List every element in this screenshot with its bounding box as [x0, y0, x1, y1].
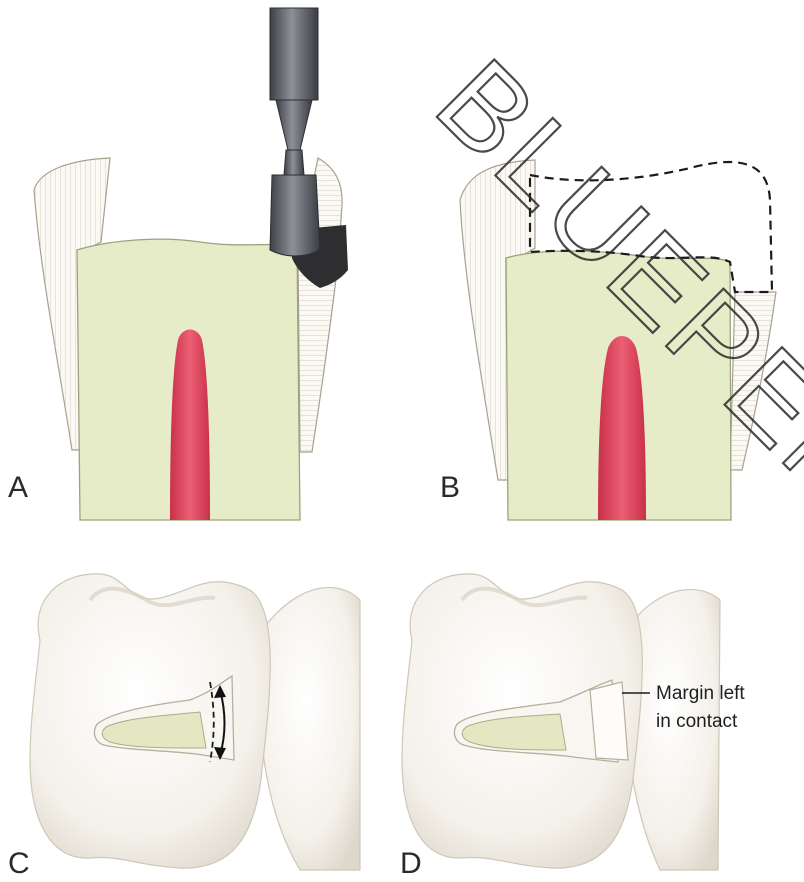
- panel-d: Margin left in contact D: [400, 574, 745, 880]
- panel-d-annotation-line1: Margin left: [656, 683, 745, 704]
- panel-c: C: [8, 574, 360, 880]
- panel-a: A: [8, 8, 348, 520]
- panel-d-annotation-line2: in contact: [656, 711, 738, 732]
- panel-b-label: B: [440, 471, 460, 504]
- panel-c-label: C: [8, 847, 30, 880]
- panel-c-adjacent-tooth: [259, 588, 360, 870]
- panel-a-label: A: [8, 471, 28, 504]
- panel-d-label: D: [400, 847, 422, 880]
- panel-b-pulp: [598, 336, 646, 520]
- panel-a-pulp: [170, 330, 210, 521]
- panel-a-bur[interactable]: [270, 8, 320, 256]
